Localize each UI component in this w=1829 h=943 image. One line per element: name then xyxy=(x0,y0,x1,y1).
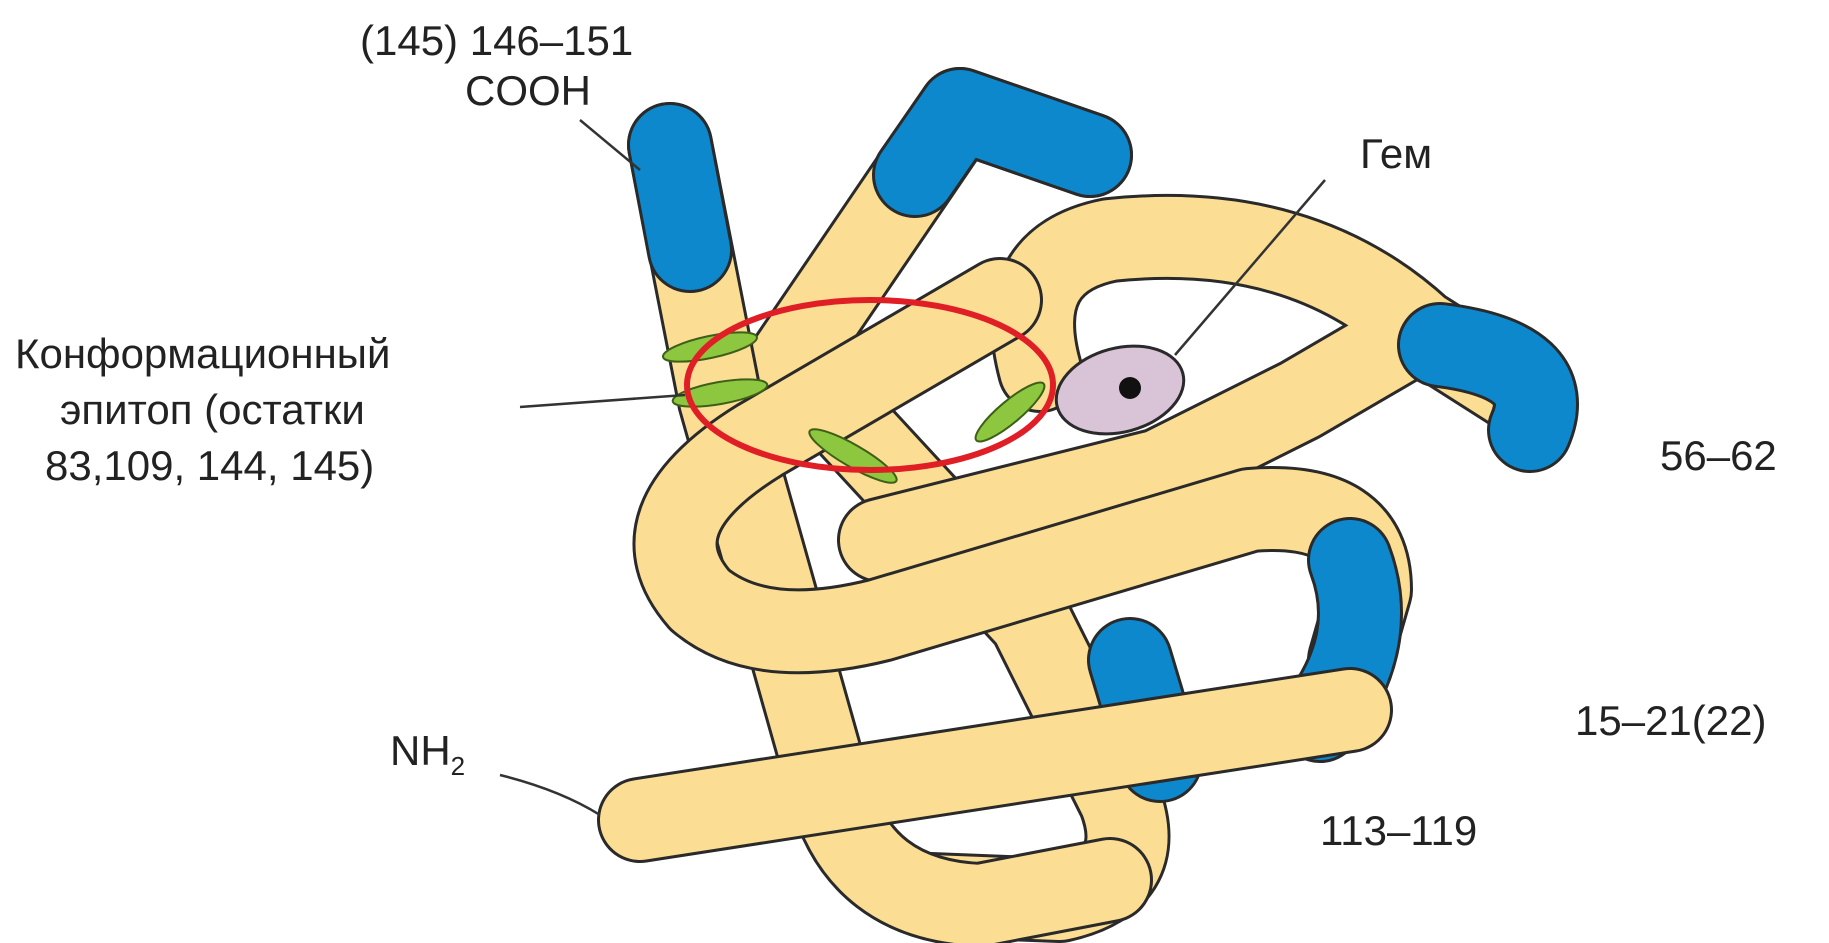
leader-nh2 xyxy=(500,775,600,815)
label-nh2: NH2 xyxy=(390,727,465,781)
tube-nh2 xyxy=(640,710,1350,820)
label-conformational-3: 83,109, 144, 145) xyxy=(45,442,374,489)
epitope-segment-upper-right xyxy=(915,110,1090,175)
label-conformational-2: эпитоп (остатки xyxy=(60,386,365,433)
label-113-119: 113–119 xyxy=(1320,807,1477,854)
label-56-62: 56–62 xyxy=(1660,432,1777,479)
label-cooh: COOH xyxy=(465,67,591,114)
leader-conformational xyxy=(520,395,685,407)
heme-iron xyxy=(1119,377,1141,399)
label-15-21: 15–21(22) xyxy=(1575,697,1766,744)
label-heme: Гем xyxy=(1360,130,1432,177)
label-cooh-range: (145) 146–151 xyxy=(360,17,633,64)
epitope-segment-cooh xyxy=(670,145,690,250)
label-conformational-1: Конформационный xyxy=(15,330,390,377)
